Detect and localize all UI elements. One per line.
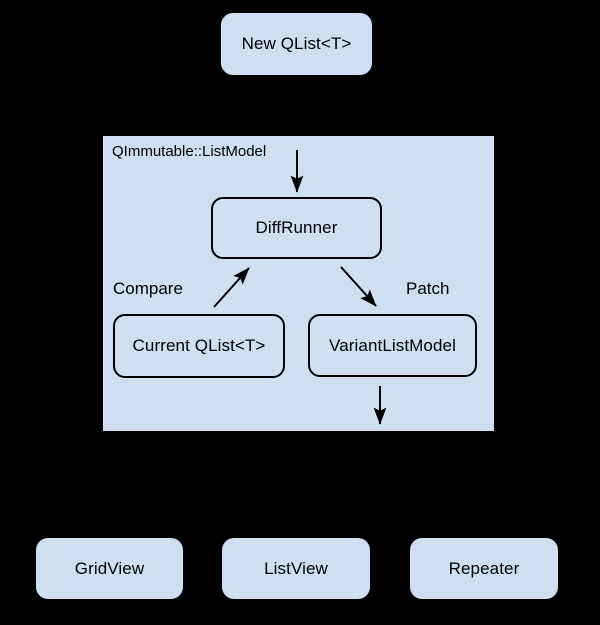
node-list-view[interactable]: ListView xyxy=(222,538,370,599)
node-grid-view-label: GridView xyxy=(74,558,145,578)
group-label-qimmutable-listmodel: QImmutable::ListModel xyxy=(112,143,267,160)
node-current-qlist-label: Current QList<T> xyxy=(132,336,266,355)
node-diff-runner-label: DiffRunner xyxy=(255,218,338,237)
node-repeater[interactable]: Repeater xyxy=(410,538,558,599)
node-new-qlist[interactable]: New QList<T> xyxy=(221,13,372,75)
node-list-view-label: ListView xyxy=(264,558,328,578)
node-variant-list-model[interactable]: VariantListModel xyxy=(308,314,477,377)
node-new-qlist-label: New QList<T> xyxy=(241,34,352,53)
node-current-qlist[interactable]: Current QList<T> xyxy=(113,314,285,378)
node-repeater-label: Repeater xyxy=(448,558,520,578)
node-diff-runner[interactable]: DiffRunner xyxy=(211,197,382,259)
edge-label-patch: Patch xyxy=(406,279,450,298)
node-grid-view[interactable]: GridView xyxy=(36,538,183,599)
edge-label-compare: Compare xyxy=(113,279,183,298)
node-variant-list-model-label: VariantListModel xyxy=(329,335,456,355)
